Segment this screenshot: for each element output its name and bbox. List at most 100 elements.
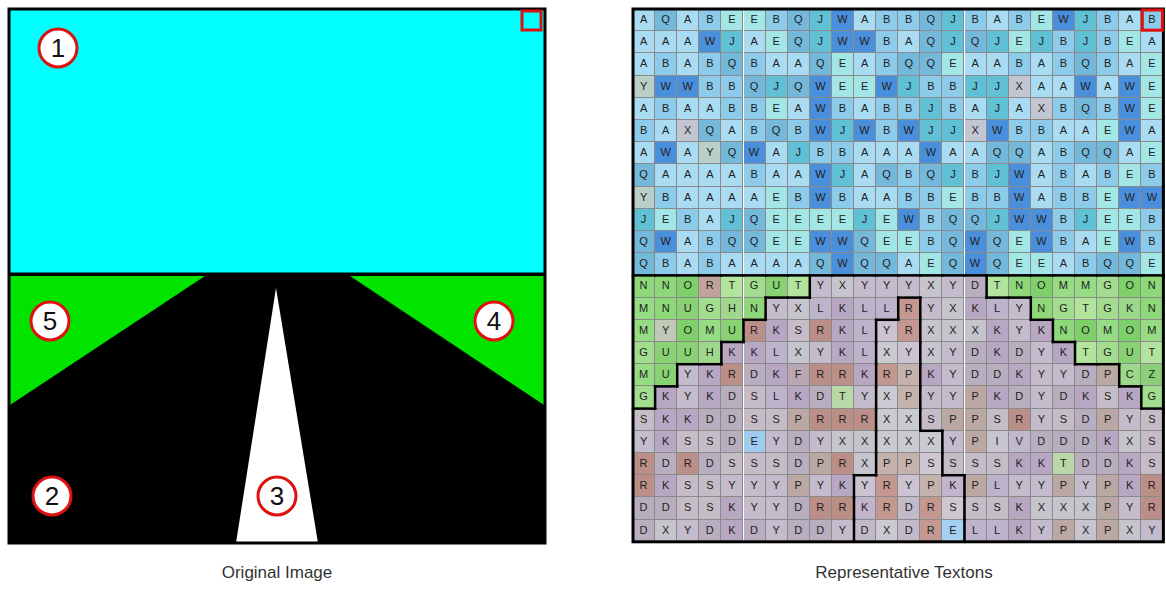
boundary-line — [677, 363, 699, 366]
texton-cell: K — [655, 386, 677, 408]
texton-cell: B — [832, 142, 854, 164]
texton-cell: B — [965, 164, 987, 186]
texton-cell: X — [1009, 76, 1031, 98]
texton-cell: Y — [898, 342, 920, 364]
texton-cell: O — [677, 275, 699, 297]
texton-cell: L — [987, 475, 1009, 497]
texton-cell: B — [876, 98, 898, 120]
texton-cell: M — [633, 364, 655, 386]
texton-cell: Q — [876, 253, 898, 275]
texton-cell: D — [1009, 386, 1031, 408]
texton-cell: Y — [1009, 298, 1031, 320]
callout-number: 1 — [40, 30, 76, 66]
patch-marker — [1142, 10, 1162, 30]
texton-cell: Z — [1141, 364, 1163, 386]
texton-cell: W — [832, 9, 854, 31]
boundary-line — [920, 430, 942, 433]
texton-cell: R — [810, 497, 832, 519]
boundary-line — [941, 453, 944, 475]
texton-cell: M — [633, 320, 655, 342]
texton-cell: S — [677, 497, 699, 519]
boundary-line — [1074, 342, 1077, 364]
texton-cell: R — [633, 475, 655, 497]
texton-cell: Q — [766, 120, 788, 142]
texton-cell: K — [1119, 475, 1141, 497]
texton-cell: G — [1053, 298, 1075, 320]
texton-cell: B — [721, 76, 743, 98]
boundary-line — [1052, 320, 1055, 342]
texton-cell: Q — [1075, 53, 1097, 75]
texton-cell: J — [766, 76, 788, 98]
texton-cell: W — [854, 31, 876, 53]
texton-cell: E — [788, 209, 810, 231]
texton-cell: S — [987, 497, 1009, 519]
texton-cell: R — [876, 475, 898, 497]
texton-cell: E — [1119, 31, 1141, 53]
texton-cell: J — [898, 76, 920, 98]
texton-cell: B — [1053, 209, 1075, 231]
texton-cell: R — [920, 497, 942, 519]
texton-cell: R — [721, 364, 743, 386]
texton-cell: Q — [920, 164, 942, 186]
texton-cell: K — [832, 298, 854, 320]
texton-cell: H — [721, 298, 743, 320]
texton-cell: Q — [744, 76, 766, 98]
texton-cell: E — [1031, 9, 1053, 31]
texton-cell: A — [1119, 53, 1141, 75]
texton-cell: K — [1075, 386, 1097, 408]
texton-cell: H — [699, 342, 721, 364]
texton-cell: G — [1097, 298, 1119, 320]
texton-cell: A — [898, 253, 920, 275]
texton-cell: D — [987, 364, 1009, 386]
texton-cell: A — [677, 253, 699, 275]
boundary-line — [854, 274, 876, 277]
texton-cell: A — [965, 98, 987, 120]
texton-cell: J — [721, 31, 743, 53]
texton-cell: Y — [942, 275, 964, 297]
texton-cell: S — [721, 453, 743, 475]
texton-cell: X — [920, 342, 942, 364]
texton-cell: W — [1141, 187, 1163, 209]
texton-cell: X — [788, 298, 810, 320]
texton-cell: Y — [721, 475, 743, 497]
texton-cell: E — [1141, 98, 1163, 120]
texton-cell: G — [633, 342, 655, 364]
boundary-line — [875, 431, 878, 453]
boundary-line — [1009, 274, 1031, 277]
sky-region — [9, 9, 545, 274]
texton-cell: Y — [699, 142, 721, 164]
texton-cell: S — [942, 497, 964, 519]
texton-cell: B — [1097, 31, 1119, 53]
texton-cell: R — [810, 409, 832, 431]
texton-cell: A — [721, 120, 743, 142]
texton-cell: Y — [898, 275, 920, 297]
texton-cell: A — [633, 53, 655, 75]
texton-cell: U — [655, 342, 677, 364]
texton-cell: G — [633, 386, 655, 408]
texton-cell: D — [965, 275, 987, 297]
texton-cell: D — [810, 520, 832, 542]
texton-cell: S — [744, 453, 766, 475]
texton-cell: E — [1141, 53, 1163, 75]
texton-cell: J — [633, 209, 655, 231]
texton-cell: Y — [810, 275, 832, 297]
texton-cell: E — [920, 253, 942, 275]
boundary-line — [985, 275, 988, 297]
texton-cell: A — [788, 53, 810, 75]
texton-cell: D — [898, 497, 920, 519]
texton-cell: X — [898, 409, 920, 431]
texton-cell: B — [1141, 209, 1163, 231]
boundary-line — [655, 274, 677, 277]
texton-cell: A — [1053, 120, 1075, 142]
texton-cell: A — [677, 31, 699, 53]
texton-cell: L — [854, 320, 876, 342]
boundary-line — [1140, 386, 1143, 408]
horizon-line — [9, 273, 545, 276]
boundary-line — [1030, 298, 1033, 320]
texton-cell: D — [1075, 409, 1097, 431]
texton-cell: S — [1141, 409, 1163, 431]
texton-cell: S — [987, 453, 1009, 475]
texton-cell: X — [832, 275, 854, 297]
texton-cell: B — [1097, 98, 1119, 120]
texton-cell: R — [832, 409, 854, 431]
